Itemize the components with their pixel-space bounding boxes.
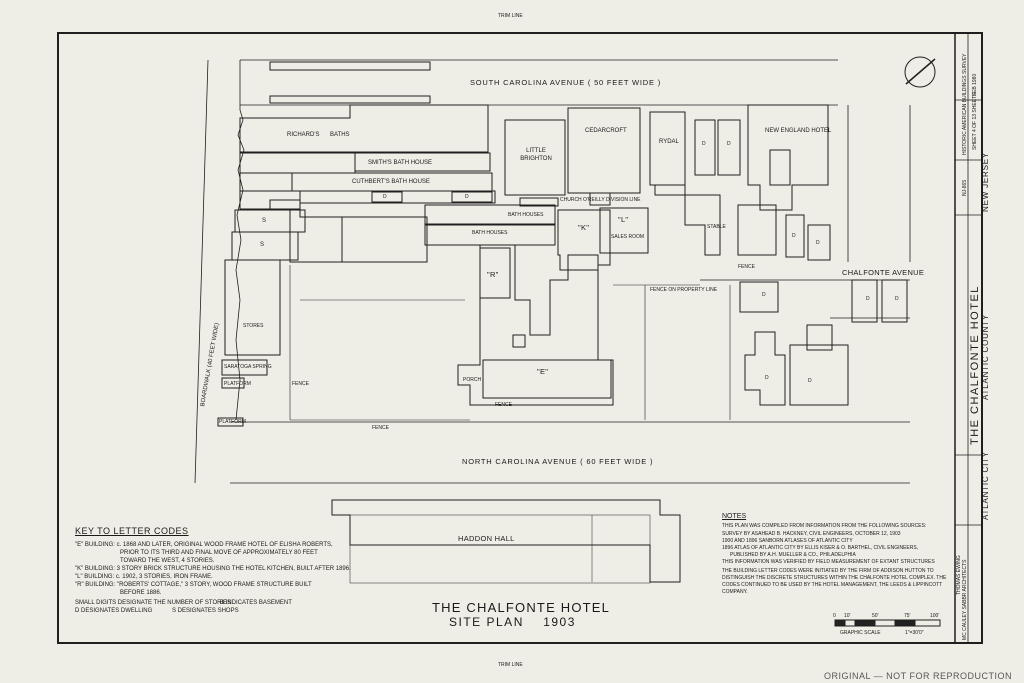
label-cedarcroft: CEDARCROFT [585,128,627,134]
label-porch: PORCH [463,377,482,383]
label-division-line: CHURCH O'REILLY DIVISION LINE [560,197,641,203]
scale-label: GRAPHIC SCALE [840,630,881,636]
bottom-trim-label: TRIM LINE [498,662,523,668]
key-legend: SMALL DIGITS DESIGNATE THE NUMBER OF STO… [75,600,232,606]
notes-line: 1896 ATLAS OF ATLANTIC CITY BY ELLIS KIS… [722,545,919,551]
sheet-border [57,32,983,644]
label-shop-s2: S [260,242,265,248]
label-e: "E" [537,367,549,376]
label-r: "R" [487,270,499,279]
label-fence-3: FENCE [738,264,755,270]
label-bath-houses-1: BATH HOUSES [508,212,544,218]
dwelling-mark: D [383,194,387,200]
label-rydal: RYDAL [659,139,679,145]
notes-line: THE BUILDING LETTER CODES WERE INITIATED… [722,568,934,574]
dwelling-mark: D [866,296,870,302]
label-bath-houses-2: BATH HOUSES [472,230,508,236]
notes-line: CODES CONTINUED TO BE USED BY THE HOTEL … [722,582,943,588]
notes-heading: NOTES [722,513,747,520]
label-fence-4: FENCE [495,402,512,408]
key-heading: KEY TO LETTER CODES [75,526,189,536]
title-block-state: NEW JERSEY [981,151,990,212]
label-shop-s1: S [262,218,267,224]
label-stable: STABLE [707,224,726,230]
label-k: "K" [578,223,590,232]
title-block-habs-no: NJ-865 [962,179,968,196]
scale-tick: 100' [930,613,940,619]
notes-line: THIS INFORMATION WAS VERIFIED BY FIELD M… [722,559,935,565]
dwelling-mark: D [816,240,820,246]
title-block-survey: HISTORIC AMERICAN BUILDINGS SURVEY [962,53,968,155]
label-saratoga: SARATOGA SPRING [224,364,272,370]
label-l: "L" [618,215,629,224]
dwelling-mark: D [762,292,766,298]
key-line: TOWARD THE WEST, 4 STORIES. [120,558,215,564]
notes-line: 1900 AND 1896 SANBORN ATLASES OF ATLANTI… [722,538,853,544]
notes-line: THIS PLAN WAS COMPILED FROM INFORMATION … [722,523,927,529]
title-block-hotel: THE CHALFONTE HOTEL [969,285,981,445]
dwelling-mark: D [765,375,769,381]
label-property-line: FENCE ON PROPERTY LINE [650,287,718,293]
drawing-subtitle: SITE PLAN 1903 [449,615,576,629]
scale-ratio: 1"=30'0" [905,630,924,636]
title-block-firm: MC CAULEY SABBR ARCHITECTS [962,559,968,640]
label-richards-baths: BATHS [330,132,350,138]
label-l-sub: SALES ROOM [611,234,645,240]
key-line: "L" BUILDING: c. 1902, 3 STORIES, IRON F… [75,574,213,580]
label-stores: STORES [243,323,264,329]
key-line: "E" BUILDING: c. 1868 AND LATER, ORIGINA… [75,542,333,548]
label-fence-2: FENCE [372,425,389,431]
key-legend: D DESIGNATES DWELLING [75,608,153,614]
label-new-england: NEW ENGLAND HOTEL [765,128,832,134]
dwelling-mark: D [727,141,731,147]
scale-tick: 10' [844,613,851,619]
street-south-carolina: SOUTH CAROLINA AVENUE ( 50 FEET WIDE ) [470,78,661,87]
label-cuthberts: CUTHBERT'S BATH HOUSE [352,179,430,185]
label-haddon-hall: HADDON HALL [458,534,515,543]
notes-line: DISTINGUISH THE DISCRETE STRUCTURES WITH… [722,575,947,581]
top-trim-label: TRIM LINE [498,13,523,19]
label-platform-2: PLATFORM [219,419,246,425]
street-chalfonte: CHALFONTE AVENUE [842,268,925,277]
title-block-date: FEB 1980 [972,73,978,96]
title-block-county: ATLANTIC COUNTY [981,313,990,400]
label-platform-1: PLATFORM [224,381,251,387]
dwelling-mark: D [895,296,899,302]
notes-line: SURVEY BY ASAHEAD B. HACKNEY, CIVIL ENGI… [722,531,901,537]
street-north-carolina: NORTH CAROLINA AVENUE ( 60 FEET WIDE ) [462,457,654,466]
key-line: "R" BUILDING: "ROBERTS' COTTAGE," 3 STOR… [75,582,312,588]
label-smiths: SMITH'S BATH HOUSE [368,160,433,166]
scale-tick: 75' [904,613,911,619]
key-line: "K" BUILDING: 3 STORY BRICK STRUCTURE HO… [75,566,351,572]
key-legend: S DESIGNATES SHOPS [172,608,239,614]
key-line: BEFORE 1886. [120,590,162,596]
scale-tick: 50' [872,613,879,619]
key-line: PRIOR TO ITS THIRD AND FINAL MOVE OF APP… [120,550,318,556]
dwelling-mark: D [465,194,469,200]
north-arrow [904,56,936,88]
notes-line: PUBLISHED BY A.H. MUELLER & CO., PHILADE… [730,552,856,558]
drawing-title: THE CHALFONTE HOTEL [432,600,611,615]
title-block-city: ATLANTIC CITY [981,451,990,520]
dwelling-mark: D [702,141,706,147]
scale-tick: 0 [833,613,836,619]
label-richards: RICHARD'S [287,132,320,138]
dwelling-mark: D [808,378,812,384]
dwelling-mark: D [792,233,796,239]
footer-note: ORIGINAL — NOT FOR REPRODUCTION [823,671,1012,681]
label-little-brighton: LITTLE BRIGHTON [520,148,552,162]
title-block-sheet: SHEET 4 OF 13 SHEETS [972,92,978,150]
notes-line: COMPANY. [722,589,748,595]
key-legend: B INDICATES BASEMENT [220,600,292,606]
label-fence-1: FENCE [292,381,309,387]
